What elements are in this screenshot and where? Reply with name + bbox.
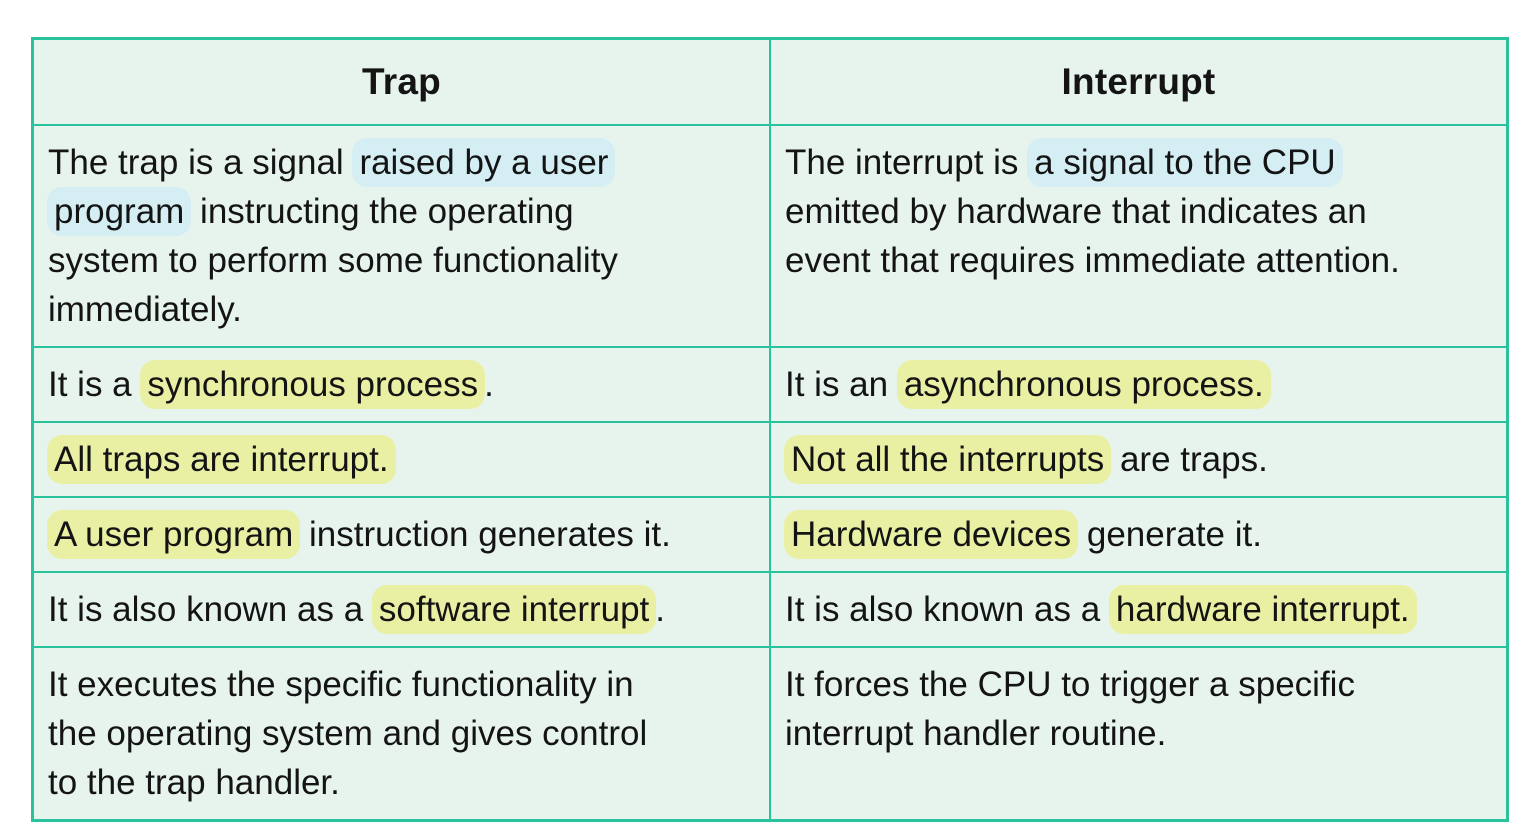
text-segment: It is a: [48, 364, 142, 404]
table-cell-interrupt: It is also known as a hardware interrupt…: [769, 570, 1509, 648]
text-segment: emitted by hardware that indicates an ev…: [785, 191, 1400, 280]
highlighted-text-yellow: hardware interrupt.: [1108, 584, 1417, 634]
text-segment: .: [655, 589, 666, 629]
text-segment: The trap is a signal: [48, 142, 354, 182]
table-cell-interrupt: Not all the interrupts are traps.: [769, 420, 1509, 498]
table-cell-interrupt: It is an asynchronous process.: [769, 345, 1509, 423]
table-cell-interrupt: Hardware devices generate it.: [769, 495, 1509, 573]
table-row: A user program instruction generates it.…: [31, 495, 1509, 573]
highlighted-text-yellow: synchronous process: [140, 359, 486, 409]
text-segment: are traps.: [1110, 439, 1268, 479]
highlighted-text-yellow: software interrupt: [371, 584, 657, 634]
table-cell-trap: It is a synchronous process.: [31, 345, 771, 423]
highlighted-text-yellow: A user program: [47, 509, 301, 559]
highlighted-text-yellow: All traps are interrupt.: [47, 434, 396, 484]
table-cell-trap: It executes the specific functionality i…: [31, 645, 771, 821]
text-segment: .: [484, 364, 494, 404]
header-row: Trap Interrupt: [31, 37, 1509, 126]
text-segment: It is an: [785, 364, 898, 404]
trap-vs-interrupt-table: Trap Interrupt The trap is a signal rais…: [31, 37, 1509, 822]
text-segment: instructing the operating system to perf…: [48, 191, 618, 329]
highlighted-text-blue: a signal to the CPU: [1027, 137, 1343, 187]
text-segment: The interrupt is: [785, 142, 1029, 182]
table-cell-interrupt: It forces the CPU to trigger a specific …: [769, 645, 1509, 821]
table-row: All traps are interrupt. Not all the inte…: [31, 420, 1509, 498]
text-segment: It forces the CPU to trigger a specific …: [785, 664, 1355, 753]
table-cell-trap: A user program instruction generates it.: [31, 495, 771, 573]
text-segment: It is also known as a: [785, 589, 1110, 629]
table-body: The trap is a signal raised by a user pr…: [31, 123, 1509, 821]
table-cell-trap: It is also known as a software interrupt…: [31, 570, 771, 648]
text-segment: It executes the specific functionality i…: [48, 664, 648, 802]
table-cell-trap: All traps are interrupt.: [31, 420, 771, 498]
highlighted-text-yellow: Not all the interrupts: [784, 434, 1112, 484]
table-cell-interrupt: The interrupt is a signal to the CPU emi…: [769, 123, 1509, 348]
table-row: The trap is a signal raised by a user pr…: [31, 123, 1509, 348]
text-segment: instruction generates it.: [299, 514, 671, 554]
column-header-trap: Trap: [31, 37, 771, 126]
highlighted-text-yellow: Hardware devices: [784, 509, 1079, 559]
highlighted-text-yellow: asynchronous process.: [896, 359, 1271, 409]
table-row: It is a synchronous process.It is an asy…: [31, 345, 1509, 423]
column-header-interrupt: Interrupt: [769, 37, 1509, 126]
table-header: Trap Interrupt: [31, 37, 1509, 126]
table-cell-trap: The trap is a signal raised by a user pr…: [31, 123, 771, 348]
text-segment: It is also known as a: [48, 589, 373, 629]
table-row: It executes the specific functionality i…: [31, 645, 1509, 821]
comparison-table-container: Trap Interrupt The trap is a signal rais…: [31, 37, 1509, 822]
text-segment: generate it.: [1077, 514, 1262, 554]
table-row: It is also known as a software interrupt…: [31, 570, 1509, 648]
